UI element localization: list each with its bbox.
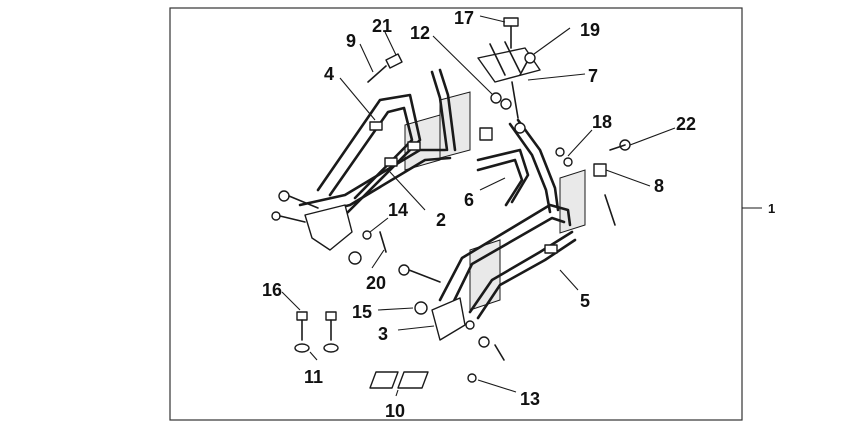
fasteners xyxy=(271,17,631,389)
callout-13: 13 xyxy=(520,389,540,409)
callout-12: 12 xyxy=(410,23,430,43)
callout-5: 5 xyxy=(580,291,590,311)
callout-1: 1 xyxy=(768,201,775,216)
top-bracket xyxy=(477,41,541,119)
callout-7: 7 xyxy=(588,66,598,86)
callout-4: 4 xyxy=(324,64,334,84)
callout-8: 8 xyxy=(654,176,664,196)
callout-9: 9 xyxy=(346,31,356,51)
callout-11: 11 xyxy=(304,367,323,387)
callout-10: 10 xyxy=(385,401,405,421)
right-guard-frame xyxy=(431,118,577,341)
callout-3: 3 xyxy=(378,324,388,344)
callout-15: 15 xyxy=(352,302,372,322)
callout-18: 18 xyxy=(592,112,612,132)
assembly-frame xyxy=(169,7,743,421)
callout-14: 14 xyxy=(388,200,408,220)
callout-20: 20 xyxy=(366,273,386,293)
center-u-bracket xyxy=(476,148,530,207)
leader-lines xyxy=(281,15,676,397)
callout-16: 16 xyxy=(262,280,282,300)
left-guard-frame xyxy=(298,68,457,265)
callout-19: 19 xyxy=(580,20,600,40)
callout-6: 6 xyxy=(464,190,474,210)
callout-21: 21 xyxy=(372,16,392,36)
callout-22: 22 xyxy=(676,114,696,134)
callout-17: 17 xyxy=(454,8,474,28)
callout-2: 2 xyxy=(436,210,446,230)
